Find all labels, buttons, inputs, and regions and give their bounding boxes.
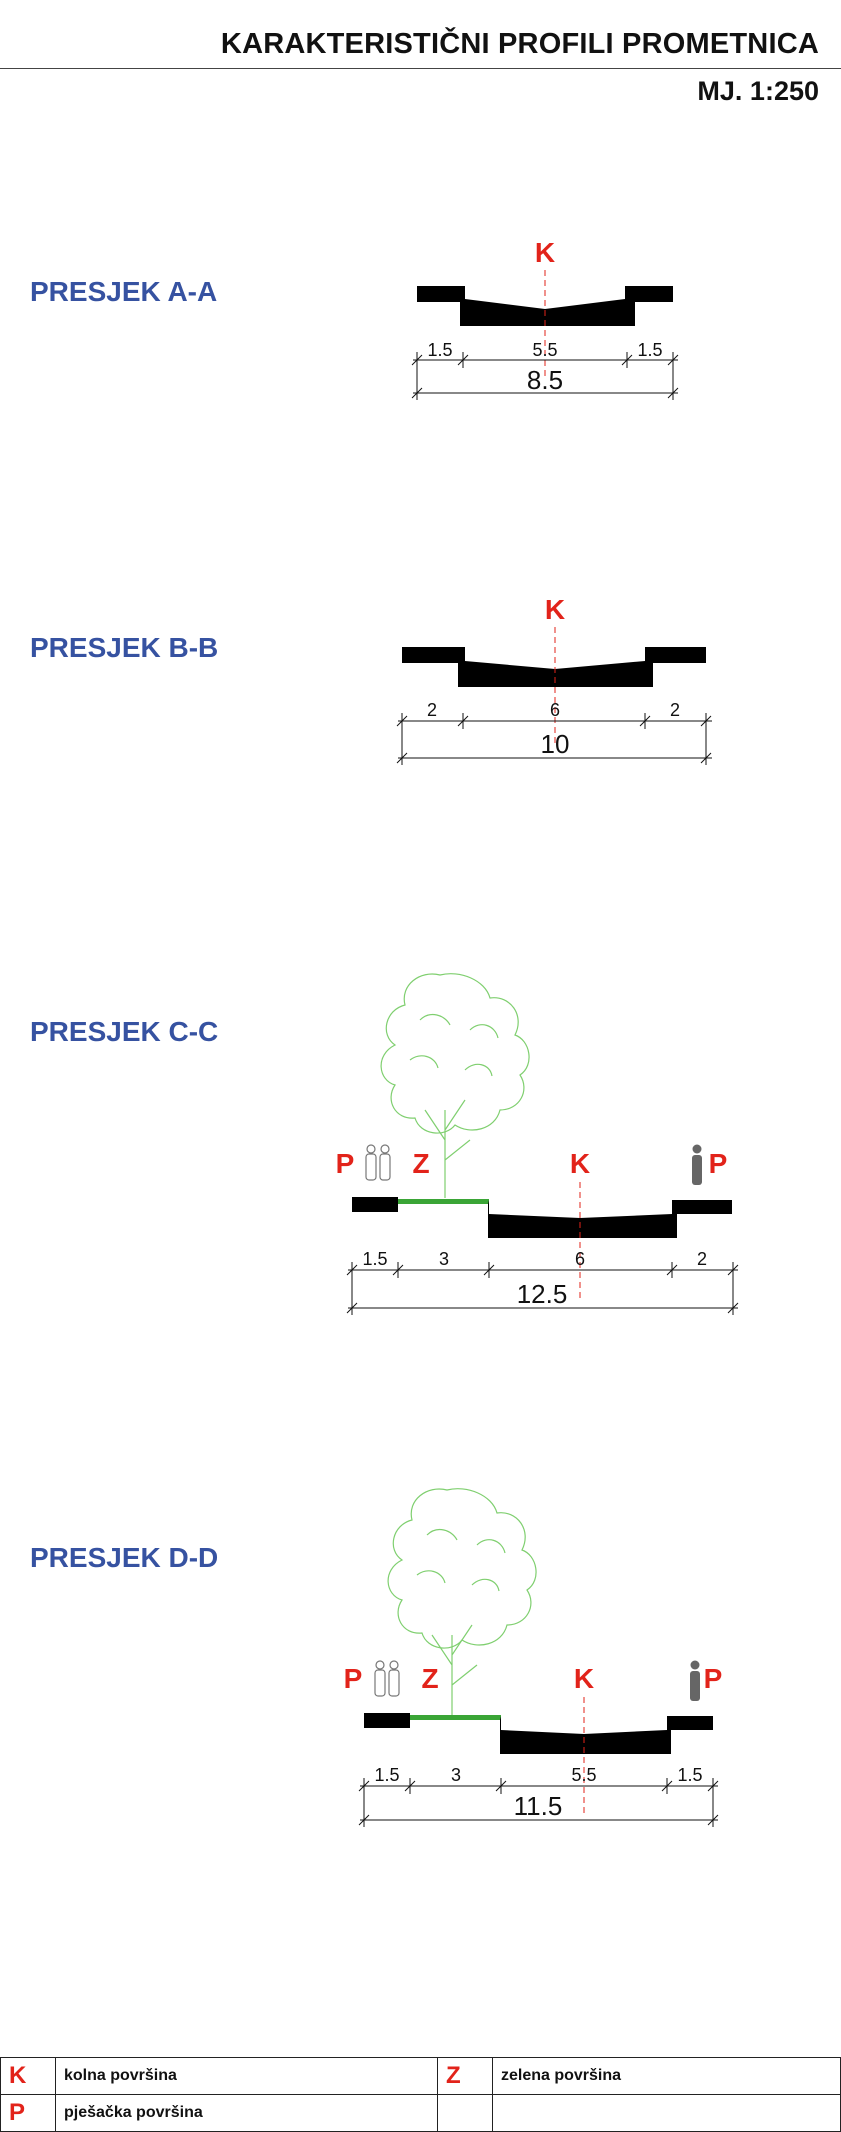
dim-4: 1.5 <box>677 1765 702 1785</box>
dim-2: 3 <box>439 1249 449 1269</box>
section-title-a: PRESJEK A-A <box>30 276 218 307</box>
green-strip <box>398 1199 489 1204</box>
road-cross-section <box>402 647 706 687</box>
pedestrian-pair-icon <box>365 1144 391 1181</box>
road-cross-section <box>500 1716 713 1754</box>
legend-row: P pješačka površina <box>0 2094 841 2132</box>
legend-code: K <box>0 2057 56 2095</box>
profile-b-b: K 2 6 2 10 <box>0 585 841 775</box>
dim-2: 6 <box>550 700 560 720</box>
green-strip <box>410 1715 501 1720</box>
label-k: K <box>535 237 555 268</box>
label-p-right: P <box>704 1663 723 1694</box>
pedestrian-icon <box>690 1660 700 1701</box>
profile-a-a: K 1.5 5.5 1.5 8.5 <box>0 230 841 410</box>
legend-label: kolna površina <box>55 2057 438 2095</box>
dim-1: 2 <box>427 700 437 720</box>
legend-label: pješačka površina <box>55 2094 438 2132</box>
legend-row: K kolna površina Z zelena površina <box>0 2057 841 2095</box>
dim-total: 12.5 <box>517 1279 568 1309</box>
scale-label: MJ. 1:250 <box>697 76 819 106</box>
label-p-left: P <box>336 1148 355 1179</box>
tree-icon <box>380 973 530 1198</box>
label-z: Z <box>412 1148 429 1179</box>
dim-total: 8.5 <box>527 365 563 395</box>
label-k: K <box>570 1148 590 1179</box>
profile-c-c: P Z K P 1.5 3 6 2 12.5 <box>0 960 841 1330</box>
legend-code: Z <box>437 2057 493 2095</box>
profile-d-d: P Z K P 1.5 3 5.5 1.5 11.5 <box>0 1475 841 1845</box>
label-k: K <box>545 594 565 625</box>
legend-label: zelena površina <box>492 2057 841 2095</box>
legend-code-empty <box>437 2094 493 2132</box>
dim-2: 3 <box>451 1765 461 1785</box>
dim-total: 11.5 <box>514 1791 563 1821</box>
dim-4: 2 <box>697 1249 707 1269</box>
section-title-b: PRESJEK B-B <box>30 632 219 663</box>
dim-1: 1.5 <box>374 1765 399 1785</box>
pedestrian-icon <box>692 1144 702 1185</box>
label-z: Z <box>421 1663 438 1694</box>
legend-label-empty <box>492 2094 841 2132</box>
road-cross-section <box>488 1200 732 1238</box>
label-k: K <box>574 1663 594 1694</box>
dim-3: 1.5 <box>637 340 662 360</box>
page-title: KARAKTERISTIČNI PROFILI PROMETNICA <box>220 28 819 60</box>
label-p-left: P <box>344 1663 363 1694</box>
dim-3: 5.5 <box>571 1765 596 1785</box>
header-divider <box>0 68 841 69</box>
dim-total: 10 <box>541 729 570 759</box>
label-p-right: P <box>709 1148 728 1179</box>
dim-2: 5.5 <box>532 340 557 360</box>
dim-3: 6 <box>575 1249 585 1269</box>
road-cross-section <box>417 286 673 326</box>
left-sidewalk <box>352 1197 398 1212</box>
tree-icon <box>387 1488 537 1715</box>
dim-1: 1.5 <box>427 340 452 360</box>
dim-3: 2 <box>670 700 680 720</box>
section-title-c: PRESJEK C-C <box>30 1016 219 1047</box>
dim-1: 1.5 <box>362 1249 387 1269</box>
pedestrian-pair-icon <box>374 1660 400 1697</box>
left-sidewalk <box>364 1713 410 1728</box>
legend-code: P <box>0 2094 56 2132</box>
section-title-d: PRESJEK D-D <box>30 1542 219 1573</box>
